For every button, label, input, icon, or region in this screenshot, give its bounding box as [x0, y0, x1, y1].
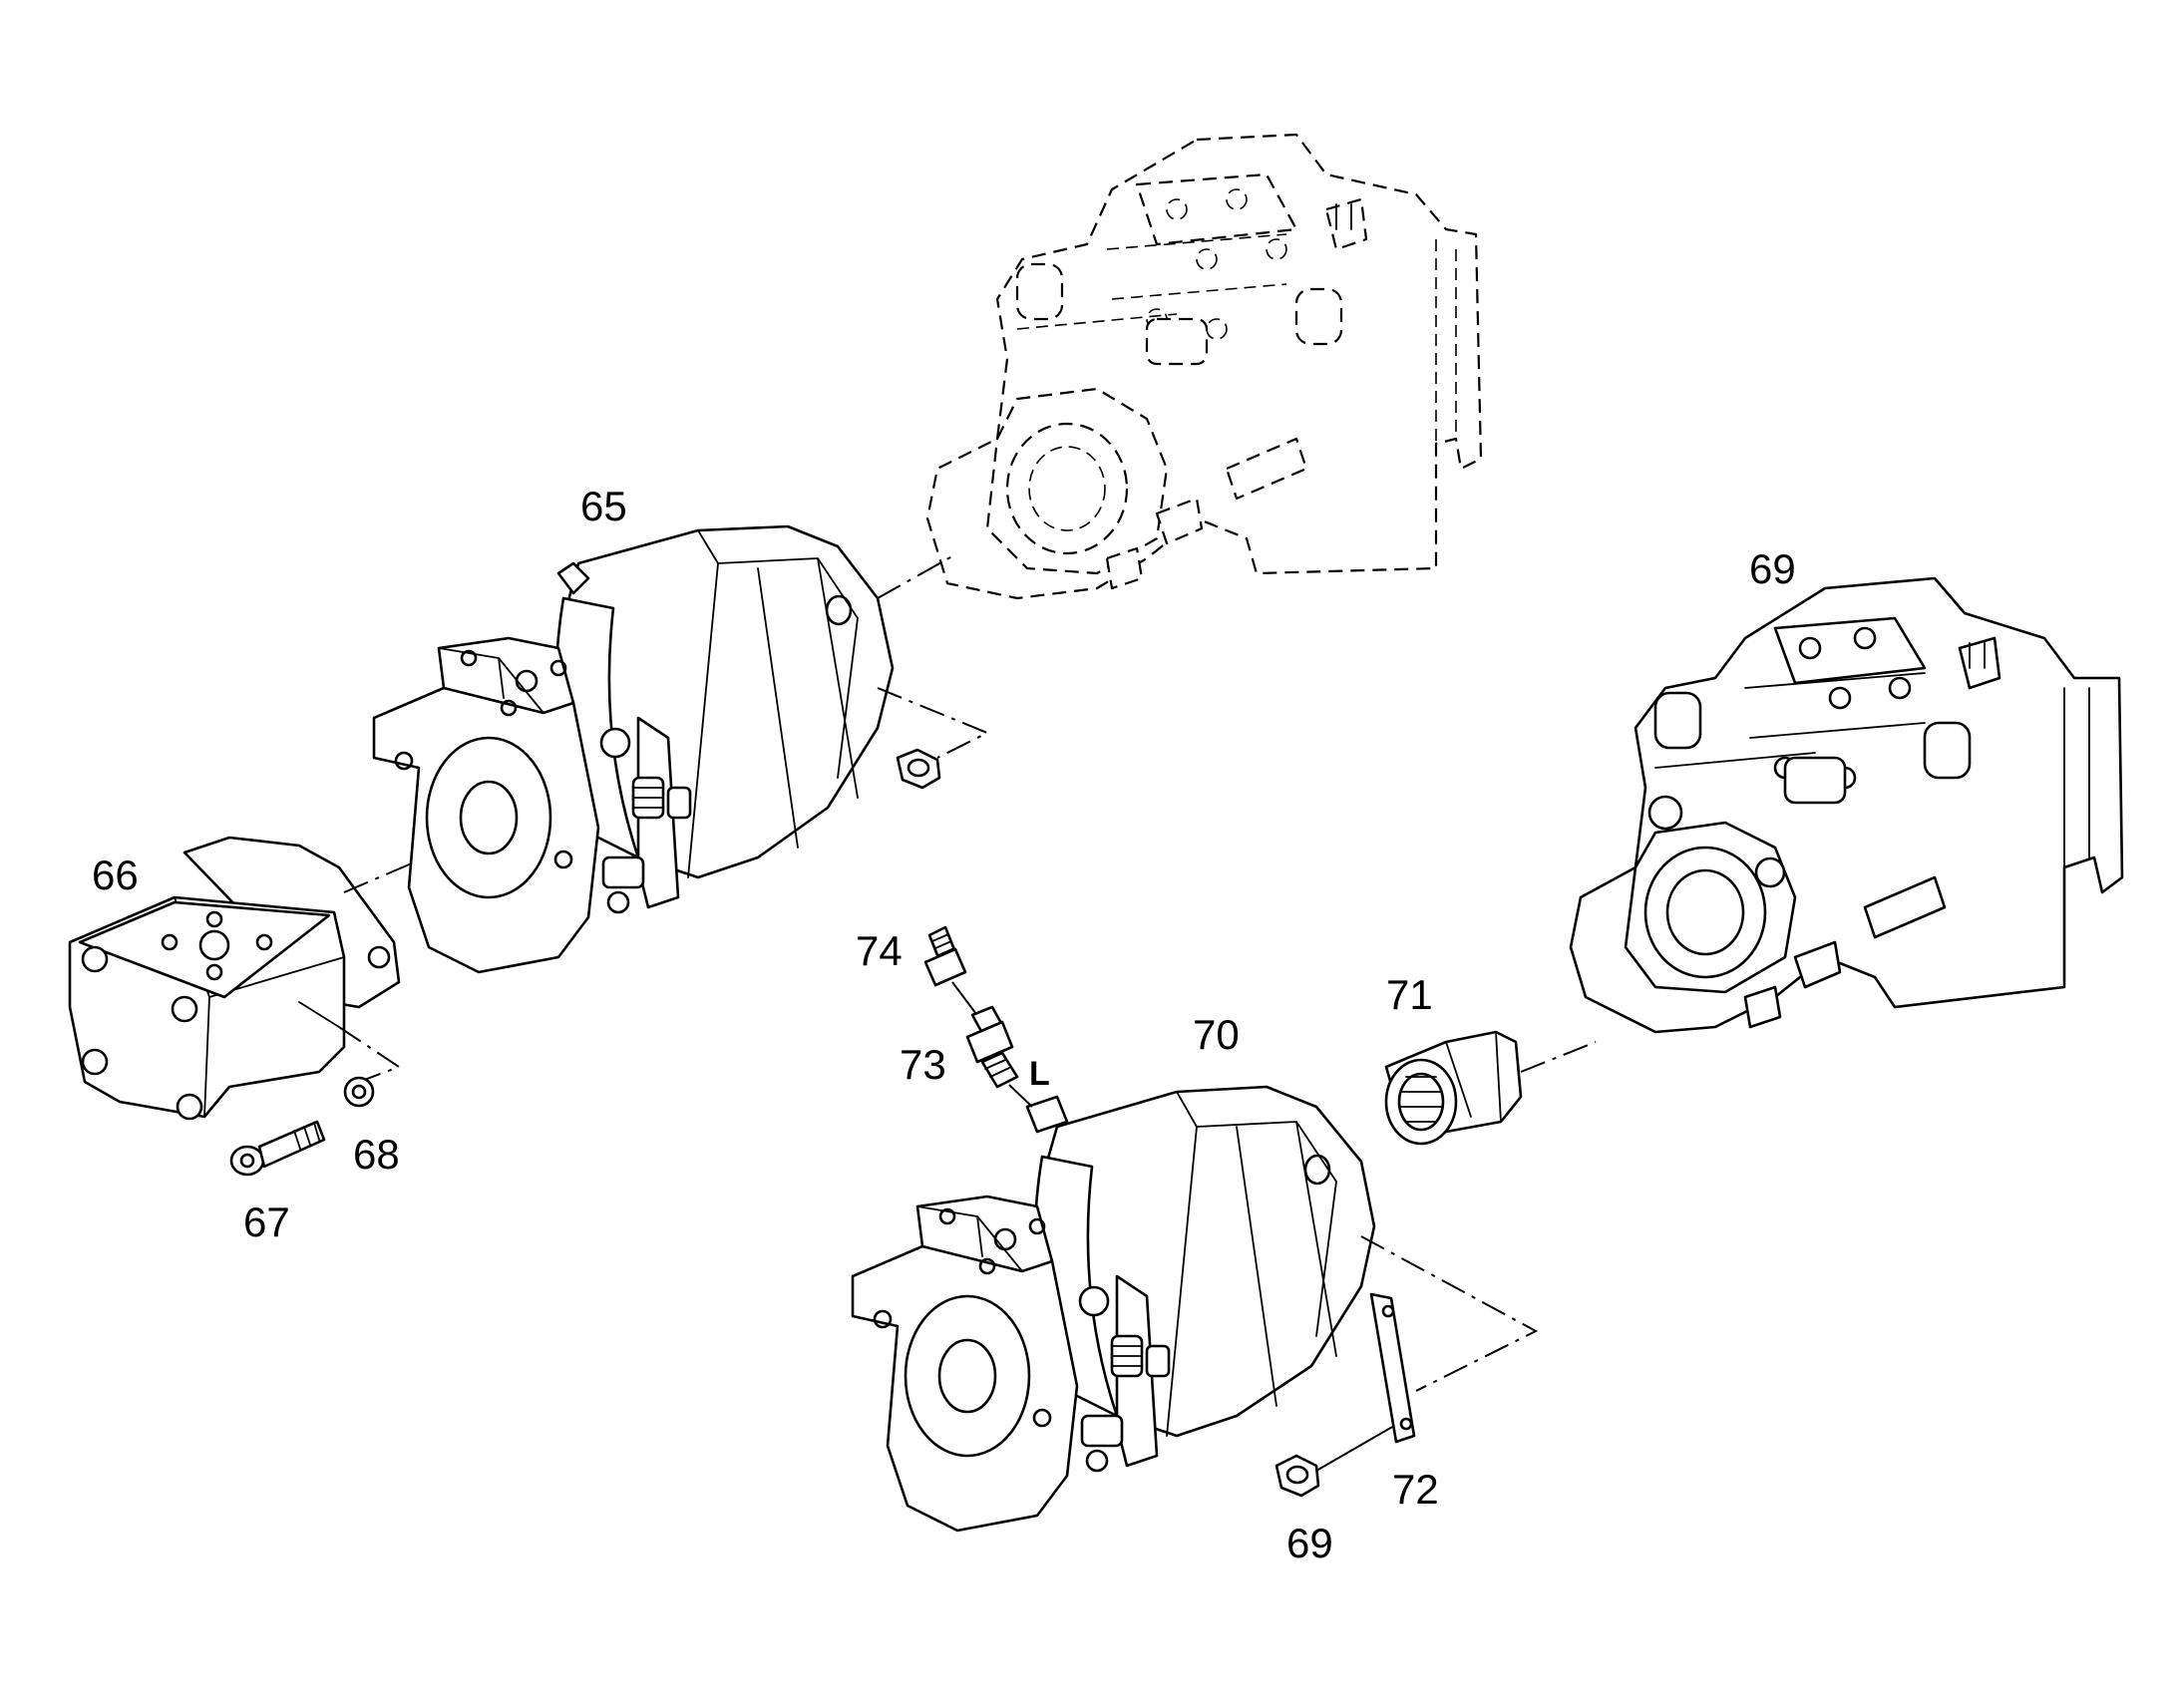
part-68-washer [343, 1076, 375, 1108]
callout-72: 72 [1392, 1466, 1439, 1513]
callout-65: 65 [580, 483, 627, 529]
callout-70: 70 [1193, 1011, 1240, 1058]
leader-65-to-nut [877, 687, 990, 759]
leader-65-to-pump [877, 552, 958, 599]
callout-71: 71 [1386, 971, 1433, 1018]
leader-70-to-bracket [1360, 1235, 1539, 1392]
callout-67: 67 [243, 1198, 290, 1245]
nut-upper [896, 748, 941, 790]
port-label-l: L [1029, 1055, 1050, 1093]
callout-66: 66 [92, 852, 139, 898]
part-65-hydraulic-motor [372, 524, 895, 974]
leader-nut-to-bracket [1315, 1425, 1395, 1472]
part-71-coupling [1384, 1030, 1523, 1146]
leader-66-to-65 [343, 861, 415, 893]
part-74-fitting [923, 925, 967, 987]
part-67-cap-screw [229, 1120, 326, 1177]
part-69-main-pump [1569, 576, 2124, 1034]
callout-68: 68 [353, 1131, 400, 1178]
part-73-fitting [965, 1005, 1019, 1089]
part-66-gear-pump [68, 836, 401, 1121]
callout-74: 74 [856, 927, 903, 974]
leader-73-to-70 [1008, 1084, 1033, 1108]
leader-66-to-bolt [338, 1026, 402, 1083]
leader-71-to-69 [1520, 1041, 1597, 1073]
ghost-main-pump [925, 133, 1483, 600]
part-69-nut [1274, 1454, 1320, 1498]
part-72-bracket [1369, 1292, 1416, 1444]
callout-69-top: 69 [1749, 545, 1796, 592]
part-70-hydraulic-motor [851, 1085, 1376, 1533]
callout-69-bottom: 69 [1286, 1520, 1333, 1566]
callout-73: 73 [900, 1041, 946, 1088]
